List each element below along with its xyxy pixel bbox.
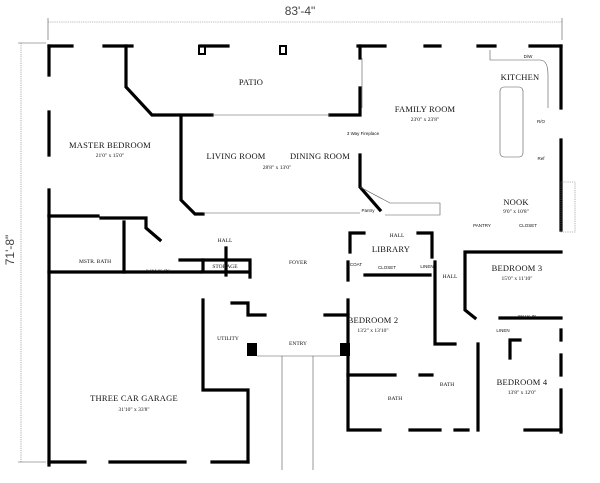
room-label-bath-3: BATH [440, 382, 454, 388]
closet-bedroom-3-label: CLOSET [519, 223, 537, 228]
room-label-master-bath: MSTR. BATH [79, 259, 111, 265]
room-label-hall-west: HALL [218, 238, 233, 244]
dishwasher-label: D/W [524, 54, 534, 59]
room-label-foyer: FOYER [289, 260, 307, 266]
room-label-entry: ENTRY [289, 341, 307, 347]
room-size-garage: 31'10" x 33'8" [118, 407, 149, 413]
room-label-family-room: FAMILY ROOM [395, 104, 456, 114]
room-label-utility: UTILITY [217, 336, 239, 342]
fireplace-label: 3 Way Fireplace [347, 131, 380, 136]
room-label-bedroom-4: BEDROOM 4 [497, 377, 548, 387]
range-oven-label: R/O [537, 119, 546, 124]
pantry-kitchen-label: Pantry [361, 208, 375, 213]
room-label-living-room: LIVING ROOM [206, 151, 265, 161]
room-size-bedroom-3: 15'0" x 11'10" [501, 276, 532, 282]
linen-2-label: LINEN [496, 328, 509, 333]
linen-label: LINEN [420, 264, 433, 269]
closet-bedroom-2-label: CLOSET [378, 265, 396, 270]
room-size-bedroom-4: 13'8" x 12'0" [508, 390, 536, 396]
room-size-family-room: 23'0" x 23'8" [411, 117, 439, 123]
room-size-living-dining: 28'8" x 13'0" [263, 165, 291, 171]
room-label-hall-center: HALL [390, 233, 405, 239]
room-label-bedroom-2: BEDROOM 2 [348, 315, 399, 325]
coat-closet-label: COAT [350, 262, 362, 267]
room-size-bedroom-2: 13'2" x 13'10" [357, 328, 388, 334]
refrigerator-label: Ref [537, 156, 545, 161]
walls [47, 44, 576, 470]
room-size-nook: 9'0" x 10'8" [503, 209, 529, 215]
room-label-garage: THREE CAR GARAGE [90, 393, 178, 403]
room-label-kitchen: KITCHEN [501, 72, 540, 82]
walk-in-bedroom-4-label: WALK-IN [518, 314, 537, 319]
room-label-dining-room: DINING ROOM [290, 151, 350, 161]
room-label-patio: PATIO [239, 77, 263, 87]
room-label-storage: STORAGE [212, 264, 238, 270]
room-label-nook: NOOK [503, 197, 529, 207]
room-size-master-bedroom: 21'0" x 15'0" [96, 153, 124, 159]
room-label-library: LIBRARY [372, 244, 410, 254]
room-label-bedroom-3: BEDROOM 3 [492, 263, 543, 273]
room-label-walk-in: WALK-IN [146, 269, 170, 275]
room-label-hall-east: HALL [443, 274, 458, 280]
dimension-lines [18, 18, 563, 463]
pantry-label: PANTRY [473, 223, 491, 228]
depth-dimension: 71'-8" [3, 235, 17, 266]
room-label-bath-2: BATH [388, 396, 402, 402]
room-label-master-bedroom: MASTER BEDROOM [69, 140, 151, 150]
width-dimension: 83'-4" [285, 4, 316, 18]
